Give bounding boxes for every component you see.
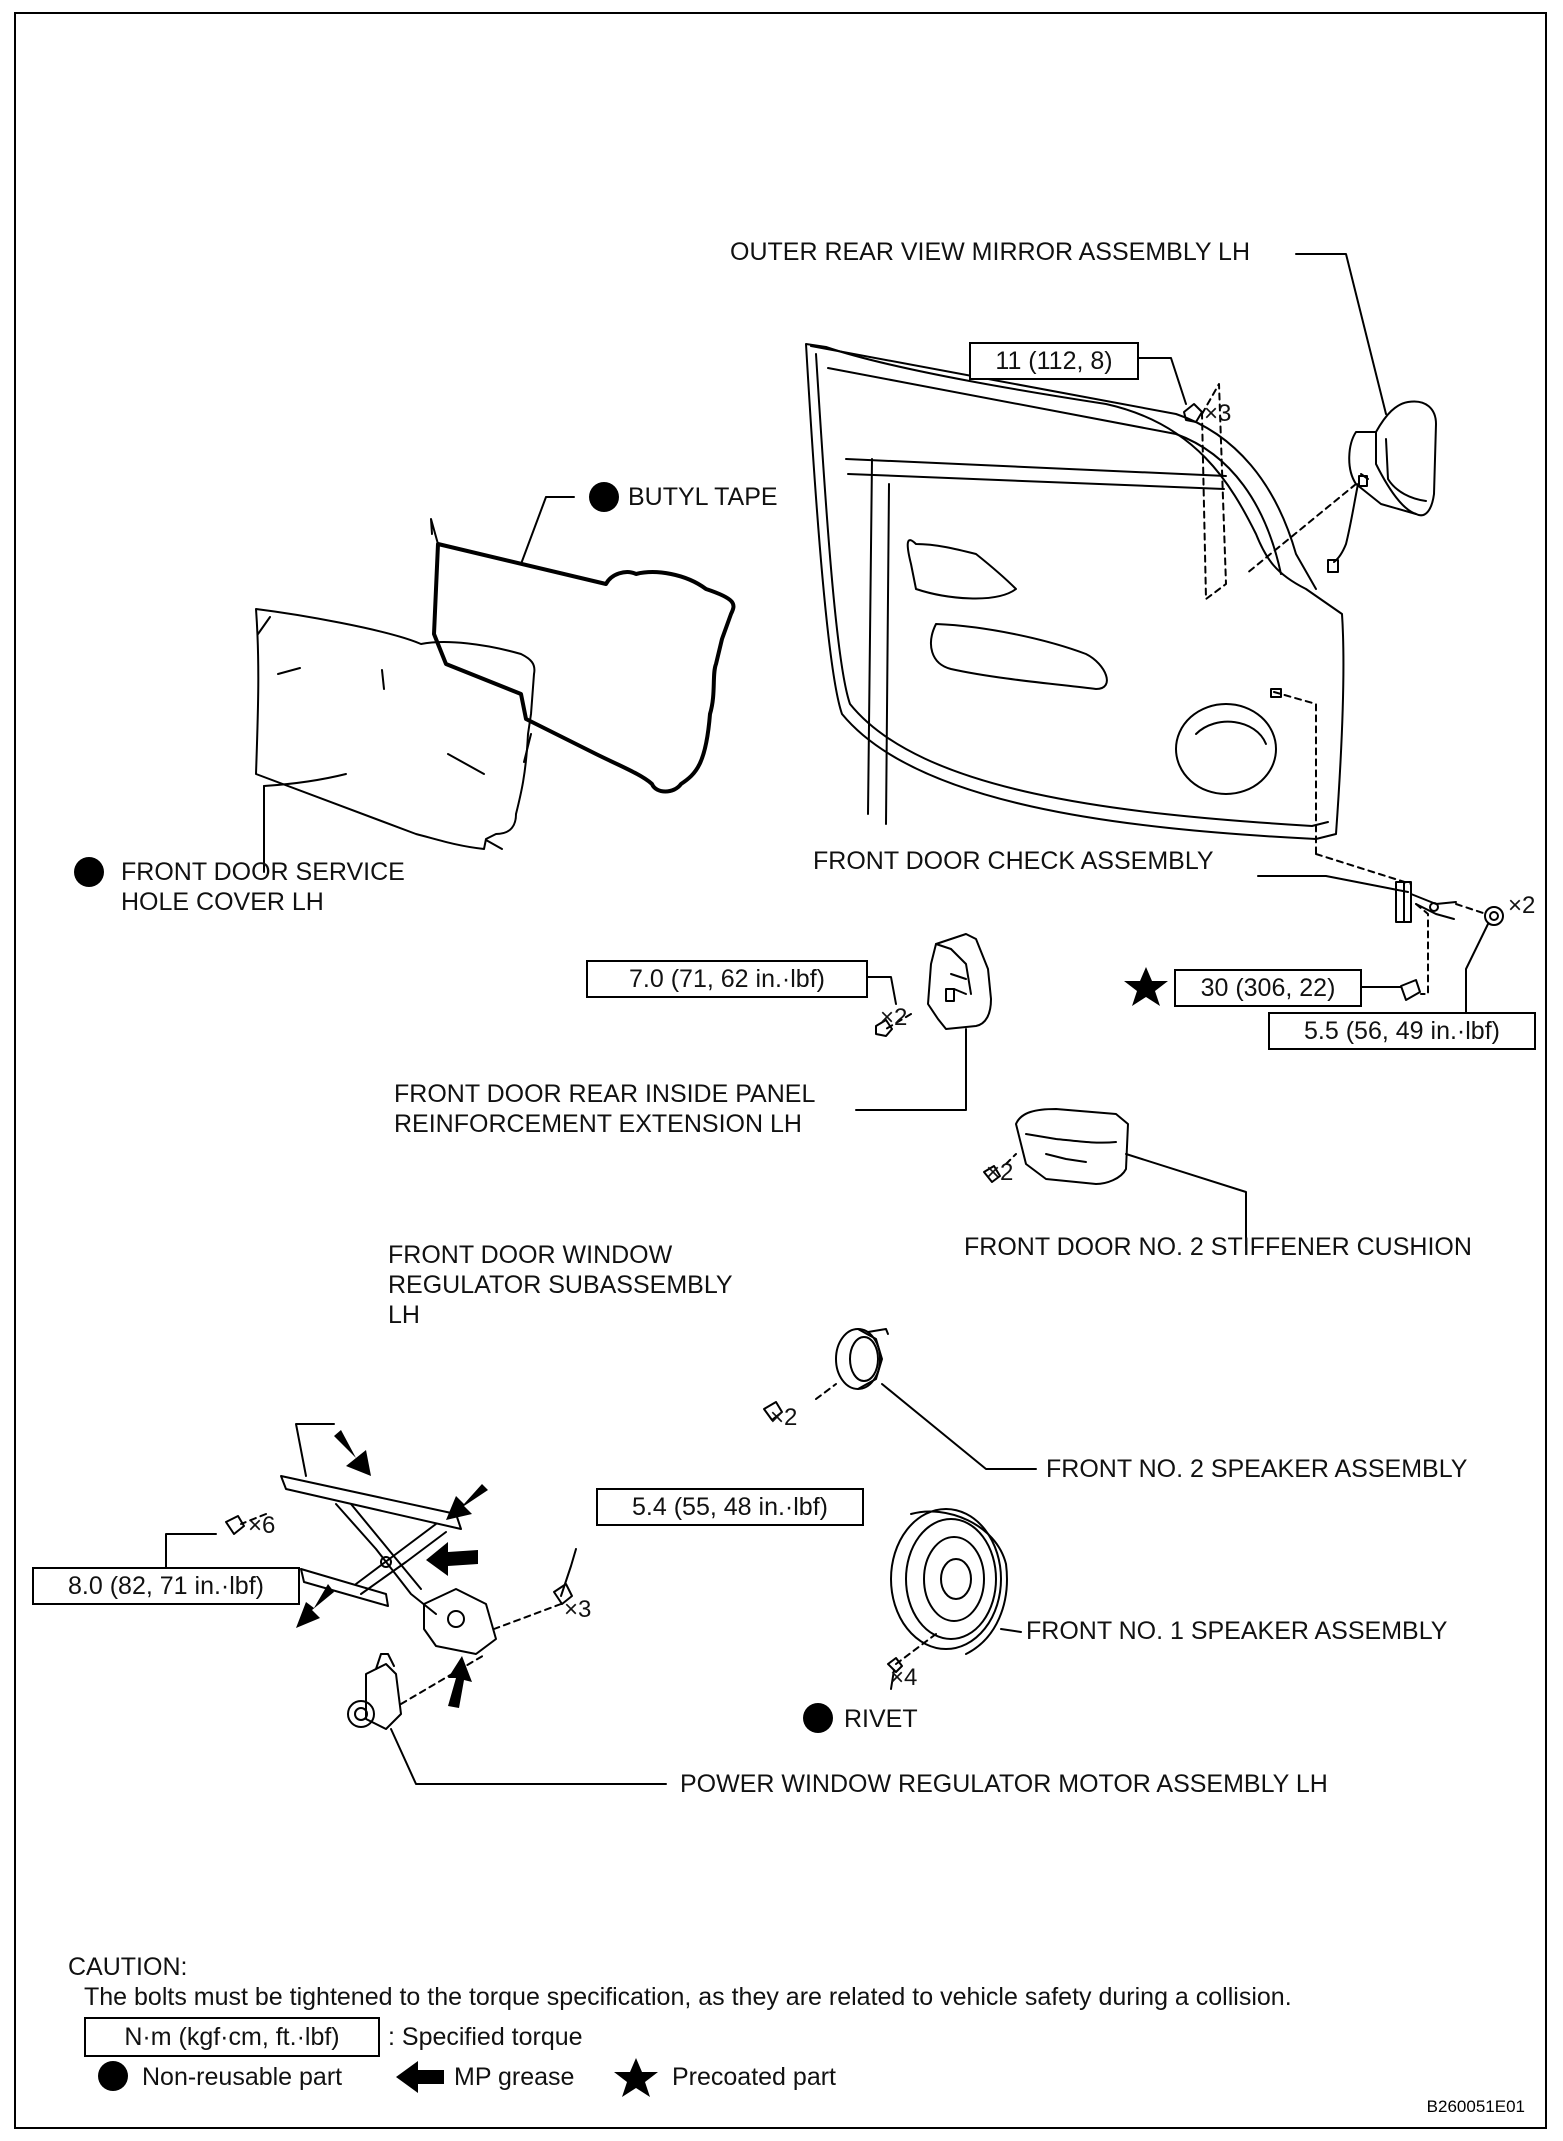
butyl-tape-drawing bbox=[430, 518, 736, 794]
door-inner-panel bbox=[805, 343, 1345, 855]
legend-torque-box: N·m (kgf·cm, ft.·lbf) bbox=[84, 2017, 380, 2057]
stiffener-cushion-drawing bbox=[1015, 1108, 1129, 1185]
label-regulator-line1: FRONT DOOR WINDOW bbox=[388, 1241, 673, 1269]
check-bolt-icon bbox=[1400, 979, 1421, 1001]
grease-icon-legend bbox=[396, 2061, 444, 2093]
nonreusable-icon-rivet bbox=[803, 1703, 833, 1733]
qty-check: ×2 bbox=[1508, 892, 1536, 919]
reinforcement-bolt-icon bbox=[875, 1019, 893, 1037]
label-speaker-2: FRONT NO. 2 SPEAKER ASSEMBLY bbox=[1046, 1455, 1468, 1483]
label-stiffener: FRONT DOOR NO. 2 STIFFENER CUSHION bbox=[964, 1233, 1472, 1261]
torque-box-mirror: 11 (112, 8) bbox=[969, 342, 1139, 380]
precoated-icon-check bbox=[1124, 967, 1168, 1006]
torque-box-reinforcement: 7.0 (71, 62 in.·lbf) bbox=[586, 960, 868, 998]
label-mirror: OUTER REAR VIEW MIRROR ASSEMBLY LH bbox=[730, 238, 1251, 266]
exploded-view-drawing bbox=[74, 253, 1504, 2097]
figure-code: B260051E01 bbox=[1426, 2097, 1525, 2116]
label-regulator-line2: REGULATOR SUBASSEMBLY bbox=[388, 1271, 733, 1299]
stiffener-bolt-icon bbox=[983, 1165, 1001, 1183]
legend-nonreusable: Non-reusable part bbox=[142, 2063, 343, 2091]
speaker-2-bolt-icon bbox=[763, 1401, 783, 1421]
qty-regulator-frame: ×6 bbox=[248, 1512, 276, 1539]
diagram-sheet: OUTER REAR VIEW MIRROR ASSEMBLY LH BUTYL… bbox=[14, 12, 1547, 2129]
speaker-2-drawing bbox=[835, 1328, 889, 1390]
label-speaker-1: FRONT NO. 1 SPEAKER ASSEMBLY bbox=[1026, 1617, 1448, 1645]
torque-box-check-hinge: 30 (306, 22) bbox=[1174, 969, 1362, 1007]
check-nut-icon bbox=[1484, 906, 1504, 926]
regulator-motor-drawing bbox=[347, 1653, 402, 1730]
mirror-bolt-icon bbox=[1183, 403, 1203, 423]
speaker-1-drawing bbox=[890, 1508, 1008, 1655]
qty-reinforcement: ×2 bbox=[880, 1004, 908, 1031]
outer-mirror-drawing bbox=[1327, 400, 1437, 573]
window-regulator-drawing bbox=[280, 1475, 497, 1655]
reinforcement-extension-drawing bbox=[927, 933, 992, 1030]
legend-precoated: Precoated part bbox=[672, 2063, 836, 2091]
torque-box-regulator-motor: 5.4 (55, 48 in.·lbf) bbox=[596, 1488, 864, 1526]
caution-text: The bolts must be tightened to the torqu… bbox=[84, 1983, 1292, 2011]
caution-title: CAUTION: bbox=[68, 1953, 188, 1981]
nonreusable-icon-legend bbox=[98, 2061, 128, 2091]
legend-torque-text: : Specified torque bbox=[388, 2023, 583, 2051]
label-butyl-tape: BUTYL TAPE bbox=[628, 483, 778, 511]
service-hole-cover-drawing bbox=[255, 608, 536, 850]
label-reinforcement-line2: REINFORCEMENT EXTENSION LH bbox=[394, 1110, 802, 1138]
qty-regulator-motor: ×3 bbox=[564, 1596, 592, 1623]
regulator-bolt-icon bbox=[225, 1515, 245, 1535]
torque-box-regulator-frame: 8.0 (82, 71 in.·lbf) bbox=[32, 1567, 300, 1605]
rivet-icon bbox=[887, 1657, 903, 1690]
label-service-cover-line1: FRONT DOOR SERVICE bbox=[121, 858, 405, 886]
nonreusable-icon-service-cover bbox=[74, 857, 104, 887]
qty-speaker-1: ×4 bbox=[890, 1664, 918, 1691]
label-rivet: RIVET bbox=[844, 1705, 918, 1733]
label-door-check: FRONT DOOR CHECK ASSEMBLY bbox=[813, 847, 1214, 875]
door-check-drawing bbox=[1395, 881, 1457, 923]
regulator-motor-bolt-icon bbox=[553, 1583, 573, 1605]
label-reinforcement-line1: FRONT DOOR REAR INSIDE PANEL bbox=[394, 1080, 816, 1108]
precoated-icon-legend bbox=[614, 2058, 658, 2097]
nonreusable-icon-butyl bbox=[589, 482, 619, 512]
qty-stiffener: ×2 bbox=[986, 1159, 1014, 1186]
torque-box-check-body: 5.5 (56, 49 in.·lbf) bbox=[1268, 1012, 1536, 1050]
qty-mirror: ×3 bbox=[1204, 400, 1232, 427]
label-regulator-motor: POWER WINDOW REGULATOR MOTOR ASSEMBLY LH bbox=[680, 1770, 1328, 1798]
qty-speaker-2: ×2 bbox=[770, 1404, 798, 1431]
label-service-cover-line2: HOLE COVER LH bbox=[121, 888, 324, 916]
label-regulator-line3: LH bbox=[388, 1301, 420, 1329]
legend-grease: MP grease bbox=[454, 2063, 575, 2091]
grease-arrows bbox=[296, 1430, 488, 1708]
